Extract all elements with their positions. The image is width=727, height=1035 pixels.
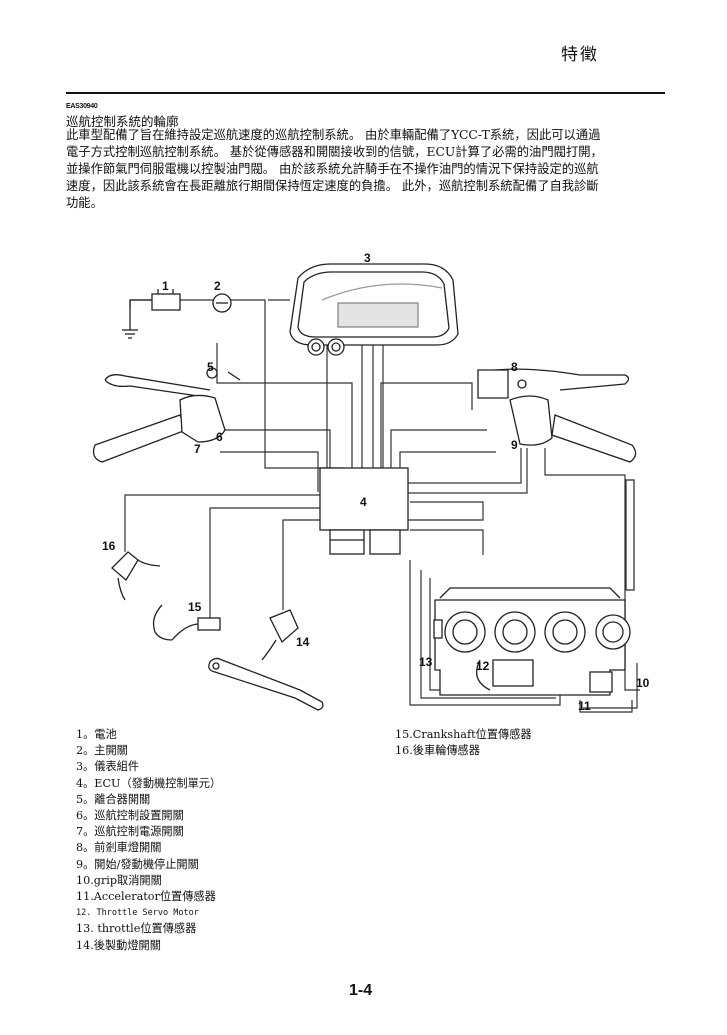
page-number: 1-4: [349, 982, 373, 999]
callout-15: 15: [188, 600, 202, 614]
legend-item: 8。前剎車燈開關: [76, 841, 162, 855]
header-title: 特徵: [561, 45, 599, 65]
legend-item: 1。電池: [76, 728, 117, 741]
callout-16: 16: [102, 539, 116, 553]
callout-13: 13: [419, 655, 433, 669]
left-handlebar-switch-icon: [92, 367, 241, 463]
intro-line: 並操作節氣門伺服電機以控製油門閥。 由於該系統允許騎手在不操作油門的情況下保持設…: [66, 162, 599, 176]
callout-11: 11: [578, 699, 591, 713]
brake-pedal-icon: [208, 609, 324, 711]
legend-item: 9。開始/發動機停止開關: [76, 857, 199, 871]
legend-left: 1。電池 2。主開關 3。儀表組件 4。ECU（發動機控制單元） 5。離合器開關…: [76, 727, 221, 954]
callout-1: 1: [162, 279, 169, 293]
legend-item: 4。ECU（發動機控制單元）: [76, 776, 222, 790]
callout-2: 2: [214, 279, 221, 293]
legend-item: 3。儀表組件: [76, 760, 140, 774]
legend-item: 11.Accelerator位置傳感器: [76, 890, 216, 904]
callout-8: 8: [511, 360, 518, 374]
legend-item: 13. throttle位置傳感器: [76, 922, 197, 936]
section-title: 巡航控制系統的輪廓: [66, 114, 179, 129]
callout-7: 7: [194, 442, 201, 456]
legend-item: 10.grip取消開關: [76, 873, 162, 887]
callout-12: 12: [476, 659, 490, 673]
throttle-cable-tube: [625, 479, 635, 591]
throttle-body-icon: [433, 587, 631, 696]
callout-4: 4: [360, 495, 367, 509]
legend-item: 16.後車輪傳感器: [395, 744, 480, 758]
legend-item: 6。巡航控制設置開關: [76, 809, 184, 823]
callout-6: 6: [216, 430, 223, 444]
wheel-sensor-icon: [111, 551, 161, 601]
header-rule: [66, 92, 665, 94]
intro-line: 電子方式控制巡航控制系統。 基於從傳感器和開關接收到的信號，ECU計算了必需的油…: [66, 145, 603, 159]
intro-line: 此車型配備了旨在維持設定巡航速度的巡航控制系統。 由於車輛配備了YCC-T系統，…: [66, 128, 601, 142]
callout-9: 9: [511, 438, 518, 452]
section-code: EAS30940: [66, 103, 98, 110]
intro-line: 速度，因此該系統會在長距離旅行期間保持恆定速度的負擔。 此外，巡航控制系統配備了…: [66, 179, 599, 193]
legend-item: 2。主開關: [76, 744, 128, 758]
callout-5: 5: [207, 360, 214, 374]
callout-14: 14: [296, 635, 310, 649]
intro-line: 功能。: [66, 196, 103, 210]
right-handlebar-switch-icon: [477, 368, 637, 463]
meter-assembly-icon: [289, 263, 459, 356]
crankshaft-sensor-icon: [152, 604, 221, 641]
legend-right: 15.Crankshaft位置傳感器 16.後車輪傳感器: [395, 727, 532, 759]
legend-item: 7。巡航控制電源開關: [76, 825, 184, 839]
legend-item: 12. Throttle Servo Motor: [76, 908, 199, 919]
callout-10: 10: [636, 676, 650, 690]
callout-3: 3: [364, 251, 371, 265]
ecu-icon: [319, 467, 409, 555]
legend-item: 14.後製動燈開關: [76, 938, 161, 952]
main-switch-icon: [212, 293, 232, 313]
legend-item: 5。離合器開關: [76, 792, 151, 806]
battery-icon: [122, 289, 181, 339]
legend-item: 15.Crankshaft位置傳感器: [395, 728, 532, 741]
intro-paragraph: 此車型配備了旨在維持設定巡航速度的巡航控制系統。 由於車輛配備了YCC-T系統，…: [66, 127, 664, 212]
